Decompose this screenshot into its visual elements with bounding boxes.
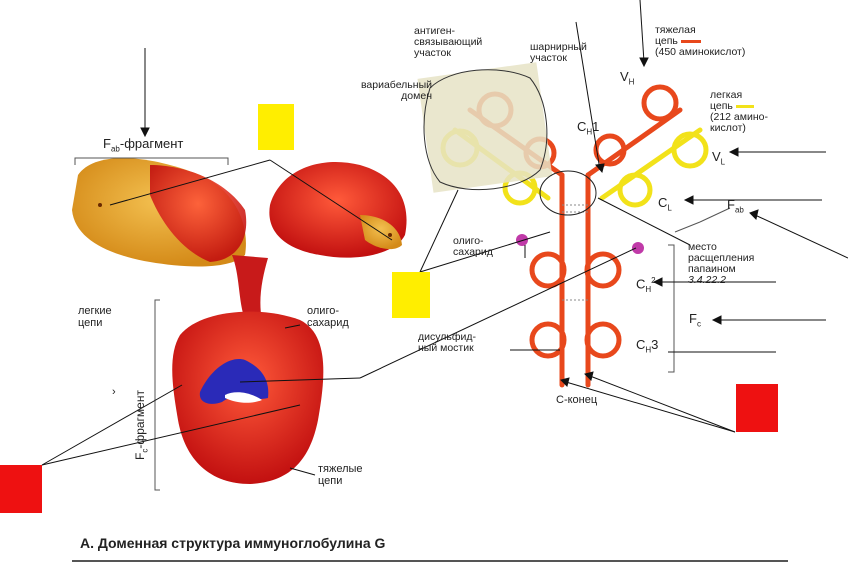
disulfide-bonds (562, 204, 588, 301)
right-brackets (668, 207, 731, 373)
hinge-label: шарнирный участок (530, 41, 587, 64)
oligosaccharide-label-left: олиго- сахарид (307, 305, 349, 329)
vh-label: VH (620, 69, 635, 87)
fc-fragment-label: Fc-фрагмент (133, 390, 150, 460)
fab-fragment-bracket (74, 157, 229, 165)
cl-label: CL (658, 195, 672, 213)
yellow-marker-middle (392, 272, 430, 318)
fc-fragment-bracket (154, 299, 160, 491)
red-marker-bottom-left (0, 465, 42, 513)
antigen-binding-region (417, 62, 553, 193)
heavy-chain-label: тяжелая цепь (450 аминокислот) (655, 24, 746, 58)
light-chain-label: легкая цепь (212 амино- кислот) (710, 89, 768, 134)
sugar-dot-left (516, 234, 528, 246)
antigen-binding-label: антиген- связывающий участок (414, 25, 483, 59)
fc-label-right: Fc (689, 311, 701, 329)
heavy-chain-swatch (680, 39, 701, 43)
fab-label-right: Fab (727, 197, 744, 215)
heavy-chains-label: тяжелые цепи (318, 463, 363, 487)
light-chains-label: легкие цепи (78, 305, 112, 329)
igg-space-filling-model (72, 158, 407, 484)
vl-label: VL (712, 149, 726, 167)
small-mark: › (112, 386, 116, 398)
ch3-label: CH3 (636, 337, 659, 355)
variable-domain-label: вариабельный домен (360, 79, 432, 102)
disulfide-bridge-label: дисульфид- ный мостик (418, 331, 476, 354)
hinge-ellipse (539, 170, 597, 216)
ch1-label: CH1 (577, 119, 600, 137)
red-marker-right (736, 384, 778, 432)
figure-caption: А. Доменная структура иммуноглобулина G (80, 535, 386, 551)
oligosaccharide-label-right: олиго- сахарид (453, 235, 493, 258)
ch2-label: CH2 (636, 276, 656, 294)
sugar-dot-right (632, 242, 644, 254)
caption-rule (72, 560, 788, 562)
papain-cleavage-label: место расщепления папаином 3.4.22.2 (688, 241, 755, 286)
yellow-marker-top (258, 104, 294, 150)
light-chain-swatch (735, 104, 754, 108)
c-terminus-label: С-конец (556, 394, 598, 406)
pointer-lines (41, 0, 848, 476)
fab-fragment-label: Fab-фрагмент (103, 136, 184, 154)
